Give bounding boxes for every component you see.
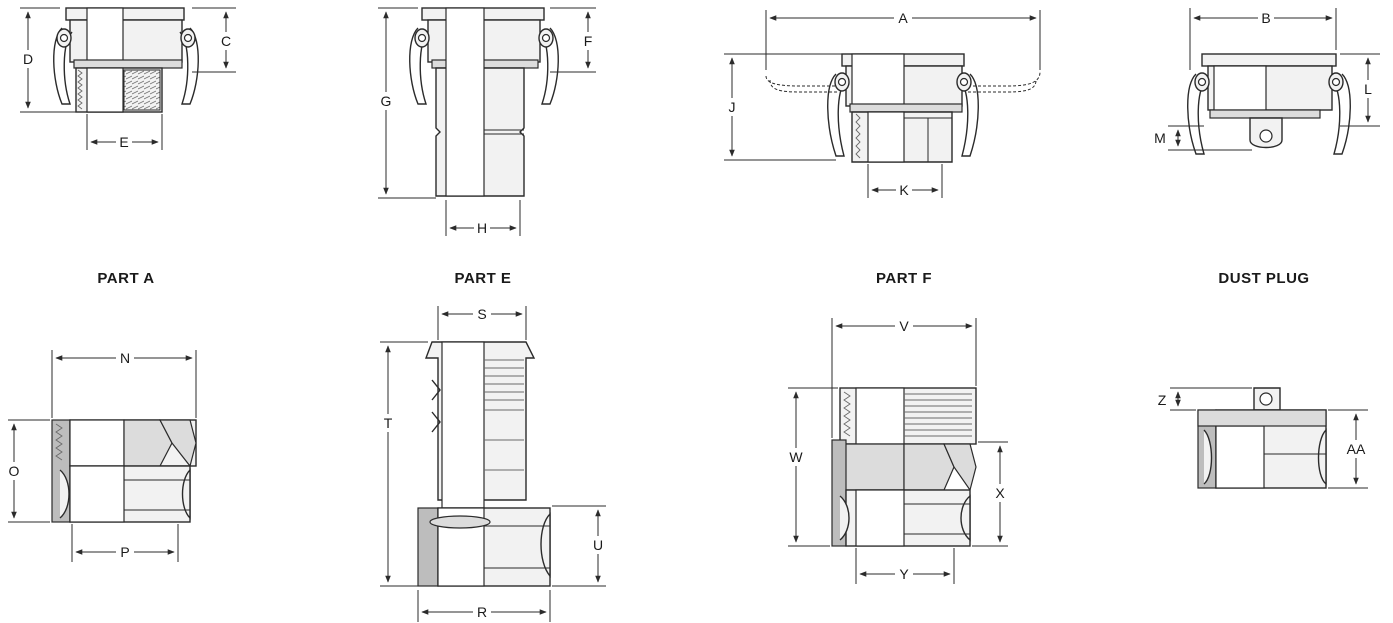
- title-dust-plug: DUST PLUG: [1218, 270, 1309, 287]
- part-a-dimensions: D C E: [20, 7, 236, 150]
- part-e-dimensions: G F H: [378, 7, 596, 236]
- dim-label-d: D: [23, 51, 33, 67]
- dim-label-o: O: [9, 463, 20, 479]
- adapter-np-drawing: [51, 419, 197, 523]
- dust-cap-drawing: [1197, 387, 1327, 489]
- dim-label-aa: AA: [1347, 441, 1366, 457]
- title-part-f: PART F: [876, 270, 932, 287]
- part-f-dimensions: A J K: [724, 10, 1041, 198]
- title-part-e: PART E: [455, 270, 512, 287]
- dim-label-b: B: [1261, 10, 1270, 26]
- dim-label-x: X: [995, 485, 1005, 501]
- adapter-vwxy-drawing: [831, 387, 977, 547]
- dust-cap-dimensions: Z AA: [1152, 387, 1372, 489]
- dim-label-e: E: [119, 134, 128, 150]
- dim-label-n: N: [120, 350, 130, 366]
- dim-label-r: R: [477, 604, 487, 620]
- dim-label-s: S: [477, 306, 486, 322]
- dim-label-p: P: [120, 544, 129, 560]
- dust-plug-dimensions: B L M: [1150, 8, 1380, 151]
- part-e-drawing: [409, 7, 559, 197]
- dim-label-v: V: [899, 318, 909, 334]
- dim-label-a: A: [898, 10, 908, 26]
- part-f-drawing: [765, 53, 1041, 163]
- dim-label-c: C: [221, 33, 231, 49]
- title-part-a: PART A: [97, 270, 154, 287]
- dim-label-y: Y: [899, 566, 909, 582]
- dim-label-l: L: [1364, 81, 1372, 97]
- adapter-rstu-drawing: [417, 341, 551, 587]
- adapter-np-dimensions: N O P: [6, 350, 197, 562]
- dim-label-t: T: [384, 415, 393, 431]
- adapter-vwxy-dimensions: V W X Y: [786, 318, 1008, 584]
- dust-plug-drawing: [1187, 53, 1351, 155]
- adapter-rstu-dimensions: S T U R: [380, 306, 606, 622]
- dim-label-u: U: [593, 537, 603, 553]
- dim-label-j: J: [729, 99, 736, 115]
- dim-label-g: G: [381, 93, 392, 109]
- dim-label-w: W: [789, 449, 803, 465]
- dim-label-h: H: [477, 220, 487, 236]
- dim-label-z: Z: [1158, 392, 1167, 408]
- dim-label-k: K: [899, 182, 909, 198]
- dim-label-m: M: [1154, 130, 1166, 146]
- dim-label-f: F: [584, 33, 593, 49]
- part-a-drawing: [53, 7, 199, 113]
